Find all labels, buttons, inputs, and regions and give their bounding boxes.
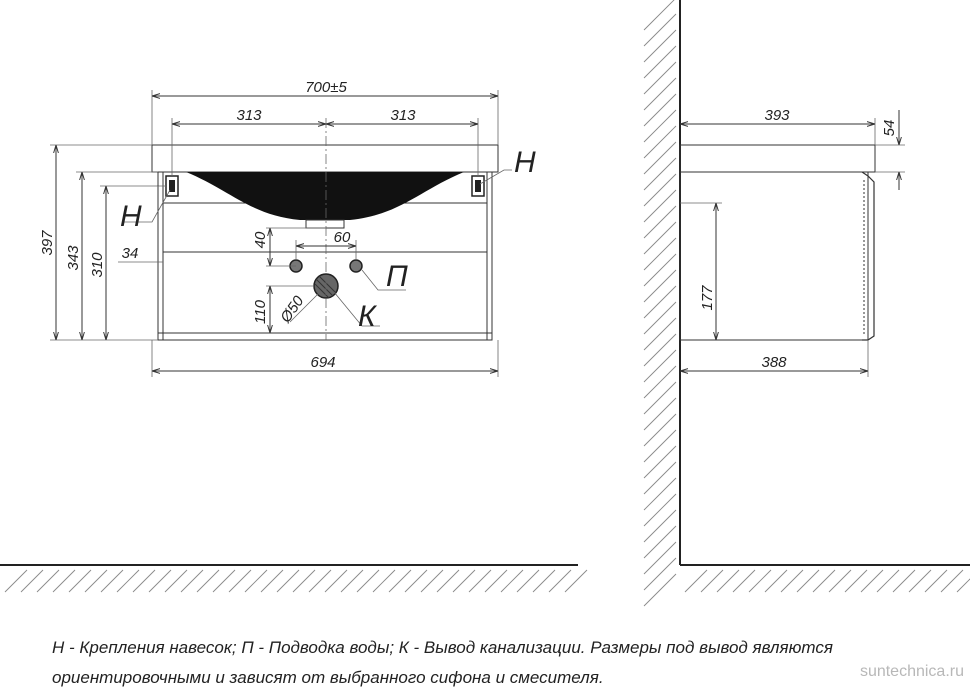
watermark: suntechnica.ru: [859, 663, 964, 680]
dim-mount-left: 313: [236, 107, 262, 124]
dim-height-34: 34: [122, 245, 139, 262]
label-drain: К: [358, 300, 378, 333]
label-mount-right: Н: [514, 146, 536, 179]
label-water-supply: П: [386, 260, 408, 293]
label-mount-left: Н: [120, 200, 142, 233]
dim-height-177: 177: [699, 285, 716, 311]
basin-bowl: [186, 172, 464, 220]
dim-110: 110: [252, 299, 269, 324]
legend-line-1: Н - Крепления навесок; П - Подводка воды…: [52, 638, 833, 657]
dim-bottom-width: 694: [310, 354, 335, 371]
dim-body-depth: 388: [761, 354, 787, 371]
dim-60: 60: [334, 229, 351, 246]
legend-line-2: ориентировочными и зависят от выбранного…: [52, 668, 604, 687]
dim-height-397: 397: [39, 230, 56, 256]
side-dimensions: 393 54 177 388: [680, 107, 905, 377]
side-view: [679, 144, 876, 341]
dim-mount-right: 313: [390, 107, 416, 124]
water-inlet-right: [349, 259, 363, 273]
dim-height-310: 310: [89, 252, 106, 278]
dim-40: 40: [252, 231, 269, 248]
drawer-front-edge: [861, 171, 875, 341]
dim-height-343: 343: [65, 245, 82, 271]
dim-top-depth: 393: [764, 107, 790, 124]
dim-overall-width: 700±5: [305, 79, 347, 96]
wall-side-view: [643, 0, 970, 607]
front-view: [151, 118, 499, 341]
front-dimensions: 700±5 313 313 694 397 343 310 34: [39, 79, 536, 377]
basin-drain: [305, 219, 345, 229]
dim-top-thickness: 54: [881, 120, 898, 137]
floor-left: [0, 564, 588, 593]
dim-drain-diameter: Ø50: [277, 292, 308, 326]
